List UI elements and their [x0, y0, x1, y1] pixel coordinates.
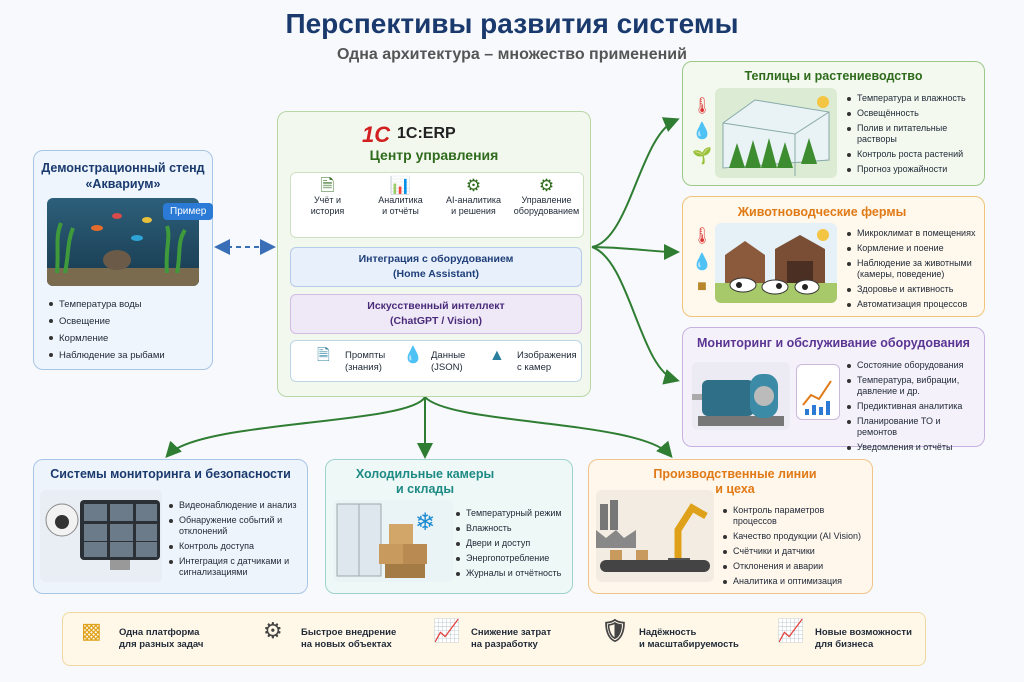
cold-storage-image [333, 500, 453, 582]
droplet-icon: 💧 [692, 254, 712, 271]
control-center-title: Центр управления [369, 147, 499, 163]
tile-analytics: 📊Аналитика и отчёты [364, 173, 437, 237]
greenhouse-list: Температура и влажность Освещённость Пол… [846, 93, 982, 179]
document-icon: 🗎 [317, 347, 330, 364]
page-title: Перспективы развития системы [285, 8, 739, 39]
droplet-icon: 💧 [692, 123, 712, 140]
arrow-greenhouse [591, 117, 680, 248]
product-name: 1С:ERP [397, 125, 456, 142]
input-images: ▲Изображения с камер [489, 347, 577, 374]
thermometer-icon: 🌡 [692, 98, 713, 115]
security-title: Системы мониторинга и безопасности [50, 467, 291, 481]
integration-band: Интеграция с оборудованием(Home Assistan… [290, 247, 582, 287]
tile-accounting: 🗎Учёт и история [291, 173, 364, 237]
puzzle-icon: ▩ [81, 618, 102, 643]
bar-chart-icon: 📊 [389, 176, 412, 195]
demo-title: Демонстрационный стенд«Аквариум» [41, 161, 205, 191]
production-image [596, 490, 714, 582]
equipment-list: Состояние оборудования Температура, вибр… [846, 360, 982, 457]
greenhouse-title: Теплицы и растениеводство [744, 69, 923, 83]
plant-icon: 🌱 [692, 148, 712, 165]
motor-image [692, 362, 790, 430]
input-data: 💧Данные (JSON) [403, 347, 466, 374]
livestock-title: Животноводческие фермы [737, 205, 907, 219]
arrow-production [424, 396, 673, 459]
snowflake-icon: ❄ [415, 509, 436, 536]
greenhouse-image [715, 88, 837, 178]
cold-storage-list: Температурный режим Влажность Двери и до… [455, 508, 570, 583]
equipment-title: Мониторинг и обслуживание оборудования [697, 336, 970, 350]
clipboard-chart-icon [796, 364, 840, 420]
cctv-image [40, 490, 162, 582]
production-list: Контроль параметров процессов Качество п… [722, 505, 870, 591]
shield-check-icon: 🛡 [601, 618, 629, 643]
farm-image [715, 223, 837, 303]
inputs-band: 🗎Промпты (знания) 💧Данные (JSON) ▲Изобра… [290, 340, 582, 382]
input-prompts: 🗎Промпты (знания) [317, 347, 386, 374]
benefit-fast-rollout: ⚙Быстрое внедрение на новых объектах [263, 618, 397, 651]
benefits-bar: ▩Одна платформа для разных задач ⚙Быстро… [62, 612, 926, 666]
page-subtitle: Одна архитектура – множество применений [337, 46, 687, 63]
droplet-icon: 💧 [403, 347, 423, 364]
1c-logo: 1С [362, 122, 391, 147]
image-icon: ▲ [489, 347, 505, 364]
example-badge: Пример [163, 203, 214, 220]
feed-bag-icon: ■ [697, 278, 707, 295]
benefit-reliability: 🛡Надёжность и масштабируемость [601, 618, 739, 651]
demo-list: Температура воды Освещение Кормление Наб… [48, 298, 208, 366]
chart-icon: 📈 [433, 618, 461, 643]
livestock-list: Микроклимат в помещениях Кормление и пое… [846, 228, 982, 314]
document-icon: 🗎 [320, 176, 335, 195]
benefit-cost-reduction: 📈Снижение затрат на разработку [433, 618, 552, 651]
gear-icon: ⚙ [538, 176, 555, 195]
gear-icon: ⚙ [465, 176, 482, 195]
thermometer-icon: 🌡 [692, 228, 713, 245]
arrow-equipment [591, 246, 680, 385]
arrow-livestock [591, 243, 680, 260]
aquarium-image [47, 198, 199, 286]
arrow-security [165, 396, 426, 458]
growth-chart-icon: 📈 [777, 618, 805, 643]
benefit-one-platform: ▩Одна платформа для разных задач [81, 618, 204, 651]
function-tiles: 🗎Учёт и история 📊Аналитика и отчёты ⚙AI-… [290, 172, 584, 238]
gears-icon: ⚙ [263, 618, 283, 643]
security-list: Видеонаблюдение и анализ Обнаружение соб… [168, 500, 306, 582]
tile-equipment-control: ⚙Управление оборудованием [510, 173, 583, 237]
tile-ai-analytics: ⚙AI-аналитика и решения [437, 173, 510, 237]
benefit-new-opportunities: 📈Новые возможности для бизнеса [777, 618, 912, 651]
ai-band: Искусственный интеллект(ChatGPT / Vision… [290, 294, 582, 334]
